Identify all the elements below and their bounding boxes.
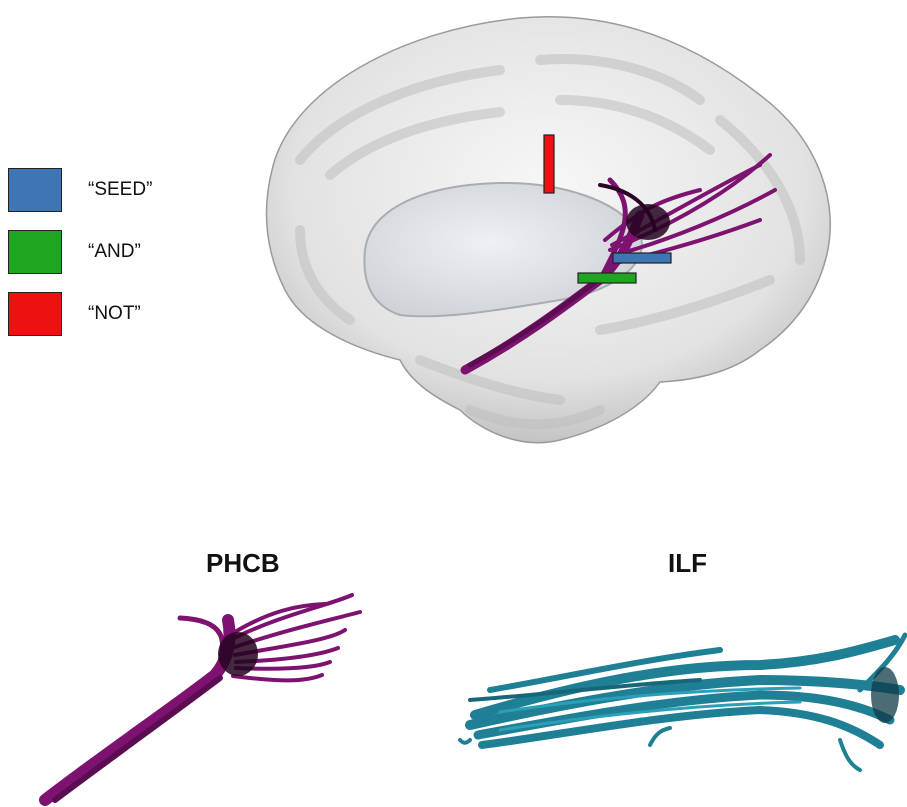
roi-and-marker [578, 273, 636, 283]
ilf-title: ILF [668, 548, 707, 579]
ilf-tract-render [460, 635, 905, 770]
roi-not-marker [544, 135, 554, 193]
phcb-title: PHCB [206, 548, 280, 579]
roi-seed-marker [613, 253, 671, 263]
phcb-tract-render [45, 595, 360, 800]
